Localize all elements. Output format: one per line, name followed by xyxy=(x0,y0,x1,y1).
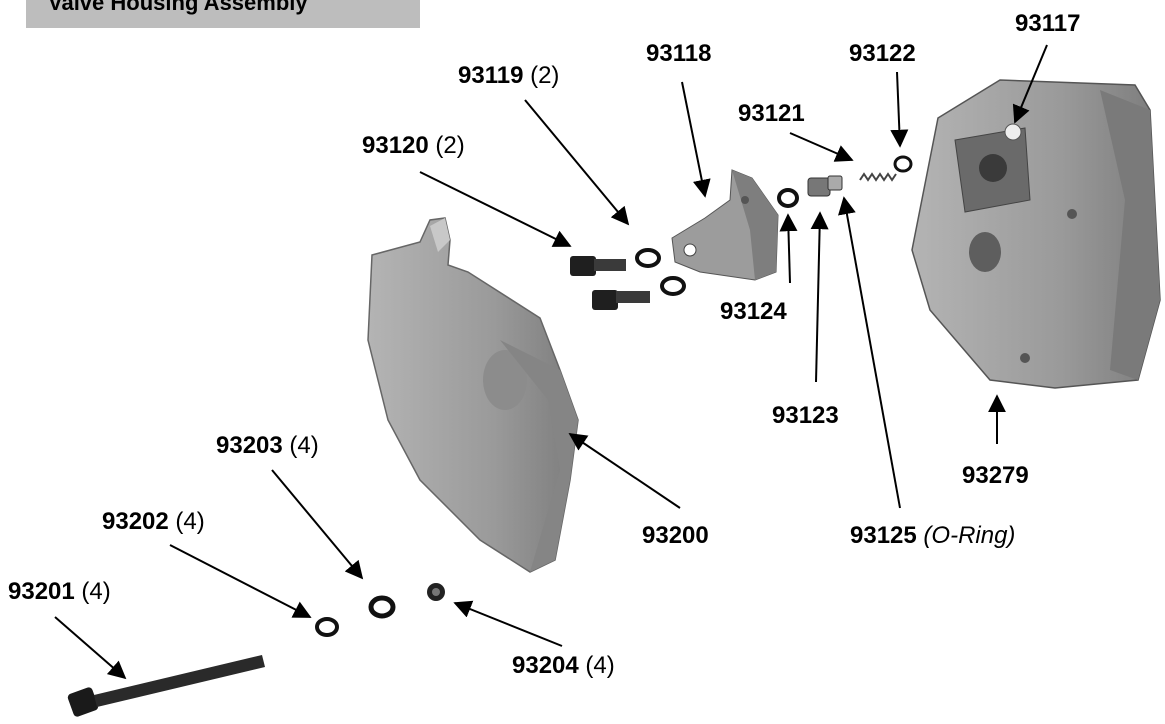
arrow-93121 xyxy=(789,132,854,162)
callout-93279: 93279 xyxy=(962,462,1029,489)
arrow-93203 xyxy=(271,469,364,580)
arrow-93122 xyxy=(890,71,909,148)
valve-cover-part xyxy=(367,217,579,573)
arrow-93120 xyxy=(419,171,572,247)
arrow-93123 xyxy=(810,211,829,383)
valve-housing-part xyxy=(911,79,1161,389)
callout-93203: 93203 (4) xyxy=(216,432,319,459)
callout-93121: 93121 xyxy=(738,100,805,127)
arrow-93125 xyxy=(838,196,901,509)
arrow-93119 xyxy=(524,99,630,226)
callout-93204: 93204 (4) xyxy=(512,652,615,679)
callout-93124: 93124 xyxy=(720,298,787,325)
title-banner: Valve Housing Assembly xyxy=(26,0,420,28)
callout-93201: 93201 (4) xyxy=(8,578,111,605)
diagram-title: Valve Housing Assembly xyxy=(48,0,308,15)
leader-arrows xyxy=(54,44,1048,680)
callout-93119: 93119 (2) xyxy=(458,62,560,89)
callout-93120: 93120 (2) xyxy=(362,132,465,159)
callout-93122: 93122 xyxy=(849,40,916,67)
arrow-93118 xyxy=(681,81,711,198)
arrow-93117 xyxy=(1012,44,1048,124)
cap-screw-part xyxy=(570,256,650,310)
long-bolt-part xyxy=(67,655,265,717)
lock-washer-part xyxy=(635,248,686,296)
washer-nut-parts xyxy=(315,583,445,637)
valve-small-parts xyxy=(777,155,913,208)
arrow-93124 xyxy=(779,213,798,284)
bracket-part xyxy=(671,169,779,281)
arrow-93201 xyxy=(54,616,127,680)
callout-93123: 93123 xyxy=(772,402,839,429)
arrow-93200 xyxy=(568,432,681,509)
callout-93125: 93125 (O-Ring) xyxy=(850,522,1016,549)
callout-93117: 93117 xyxy=(1015,10,1081,37)
arrow-93204 xyxy=(453,600,563,647)
callout-93200: 93200 xyxy=(642,522,709,549)
callout-93118: 93118 xyxy=(646,40,712,67)
callout-93202: 93202 (4) xyxy=(102,508,205,535)
arrow-93202 xyxy=(169,544,312,618)
